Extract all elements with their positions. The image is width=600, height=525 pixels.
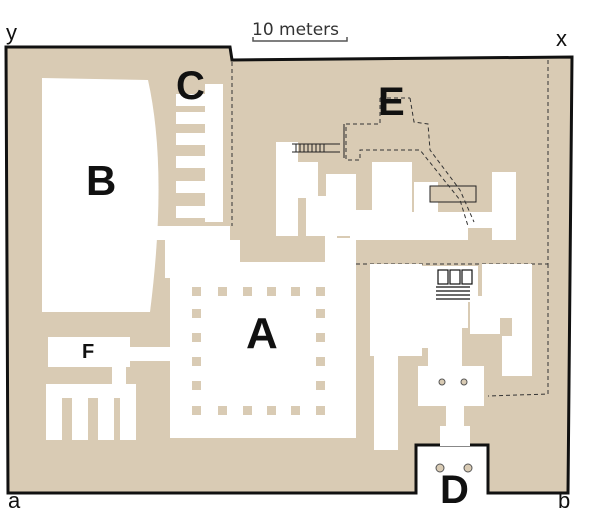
column-bases [435, 378, 473, 473]
zone-label-a: A [246, 309, 278, 358]
scale-label: 10 meters [252, 20, 340, 40]
corner-label-bottom-right: b [558, 488, 571, 513]
zone-label-b: B [86, 157, 117, 204]
southeast-details [436, 269, 473, 300]
room-c [148, 84, 230, 278]
room-f [46, 337, 172, 440]
zone-label-c: C [176, 64, 205, 108]
corner-label-top-left: y [6, 20, 17, 45]
zone-label-f: F [82, 341, 95, 363]
scale-bar [252, 37, 348, 42]
complex-e [276, 142, 516, 240]
court-pillars [192, 287, 325, 415]
e-chamber [429, 185, 477, 203]
corner-label-top-right: x [556, 26, 567, 51]
e-steps [292, 124, 345, 158]
corner-label-bottom-left: a [8, 488, 21, 513]
room-b [42, 78, 159, 312]
zone-label-d: D [440, 468, 469, 512]
complex-southeast [370, 264, 532, 490]
zone-label-e: E [378, 80, 405, 124]
